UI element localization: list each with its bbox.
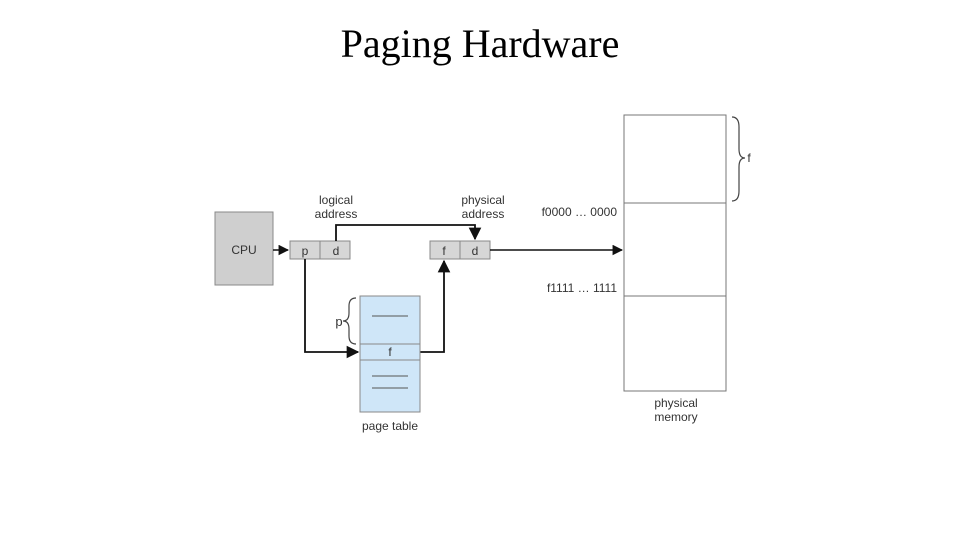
page-table-brace <box>342 297 357 345</box>
logical-address-label-line1: logical <box>319 193 353 207</box>
page-number-arrow <box>304 259 360 359</box>
slide-title: Paging Hardware <box>340 21 620 66</box>
physical-field-d: d <box>472 244 479 258</box>
logical-field-p: p <box>302 244 309 258</box>
physical-field-f: f <box>442 244 446 258</box>
page-table-caption: page table <box>362 419 418 433</box>
physical-memory <box>623 114 727 392</box>
memory-frame-brace <box>731 116 746 202</box>
frame-number-arrow <box>420 259 451 353</box>
memory-brace-label: f <box>747 151 751 165</box>
cpu-box <box>214 211 274 286</box>
logical-address-label-line2: address <box>315 207 358 221</box>
frame-address-end: f1111 … 1111 <box>547 281 617 295</box>
physical-address-label-line1: physical <box>461 193 504 207</box>
page-table-entry-f: f <box>388 345 392 359</box>
memory-caption-line2: memory <box>654 410 697 424</box>
logical-field-d: d <box>333 244 340 258</box>
page-table-brace-label: p <box>335 314 342 329</box>
physical-address-label-line2: address <box>462 207 505 221</box>
frame-address-start: f0000 … 0000 <box>542 205 618 219</box>
cpu-label: CPU <box>231 243 256 257</box>
page-table <box>359 295 421 413</box>
offset-d-arrow <box>335 224 482 241</box>
memory-caption-line1: physical <box>654 396 697 410</box>
